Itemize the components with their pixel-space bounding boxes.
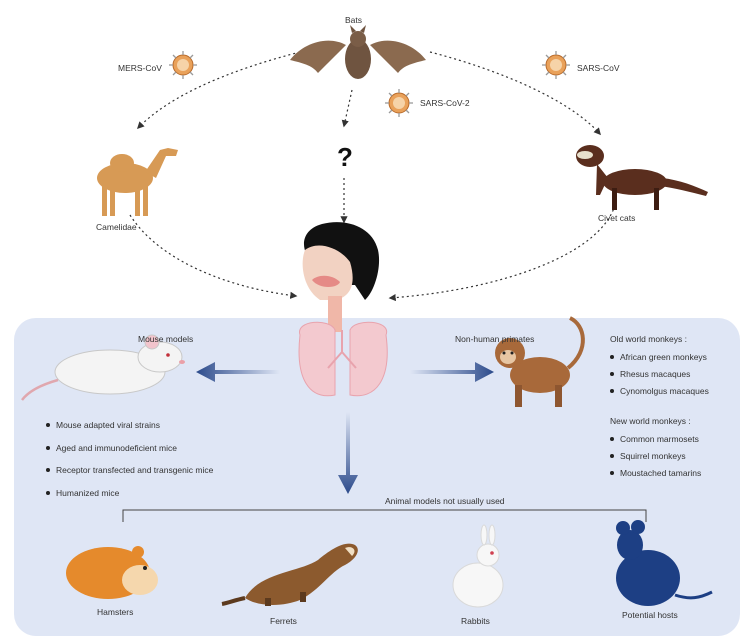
ferrets-label: Ferrets (270, 616, 297, 626)
list-item: Receptor transfected and transgenic mice (46, 465, 213, 475)
list-item: Mouse adapted viral strains (46, 420, 213, 430)
camel-to-human-arrow (130, 215, 296, 296)
old-world-heading: Old world monkeys : (610, 334, 687, 344)
other-models-bracket (123, 510, 646, 522)
sars-virus-icon (542, 51, 570, 79)
list-item: African green monkeys (610, 352, 709, 362)
mers-virus-icon (169, 51, 197, 79)
unknown-host-mark: ? (337, 142, 353, 173)
sars2-label: SARS-CoV-2 (420, 98, 470, 108)
rabbits-label: Rabbits (461, 616, 490, 626)
list-item: Common marmosets (610, 434, 701, 444)
new-world-heading: New world monkeys : (610, 416, 691, 426)
arrow-to-primates (410, 362, 494, 382)
civet-to-human-arrow (390, 205, 615, 298)
hamsters-label: Hamsters (97, 607, 133, 617)
monkey-icon (495, 318, 583, 407)
primates-title: Non-human primates (455, 334, 534, 344)
list-item: Squirrel monkeys (610, 451, 701, 461)
arrow-to-mouse-models (196, 362, 280, 382)
hamster-icon (66, 546, 158, 599)
civet-label: Civet cats (598, 213, 635, 223)
list-item: Humanized mice (46, 488, 213, 498)
ferret-icon (222, 544, 358, 606)
rodent-silhouette-icon (616, 520, 712, 606)
list-item: Moustached tamarins (610, 468, 701, 478)
mouse-models-title: Mouse models (138, 334, 193, 344)
human-icon (299, 222, 387, 396)
sars-label: SARS-CoV (577, 63, 620, 73)
civet-icon (576, 145, 708, 210)
list-item: Aged and immunodeficient mice (46, 443, 213, 453)
other-models-title: Animal models not usually used (385, 496, 505, 506)
mers-label: MERS-CoV (118, 63, 162, 73)
list-item: Cynomolgus macaques (610, 386, 709, 396)
list-item: Rhesus macaques (610, 369, 709, 379)
bats-label: Bats (345, 15, 362, 25)
new-world-list: Common marmosets Squirrel monkeys Mousta… (610, 434, 701, 485)
sars2-virus-icon (385, 89, 413, 117)
camel-icon (97, 148, 178, 216)
arrow-to-other-models (338, 412, 358, 494)
bat-to-question-arrow (344, 90, 352, 126)
bat-icon (290, 25, 426, 79)
mouse-models-list: Mouse adapted viral strains Aged and imm… (46, 420, 213, 510)
bat-to-civet-arrow (430, 52, 600, 134)
camelidae-label: Camelidae (96, 222, 137, 232)
rabbit-icon (453, 525, 503, 607)
bat-to-camel-arrow (138, 52, 300, 128)
mouse-icon (22, 335, 185, 400)
old-world-list: African green monkeys Rhesus macaques Cy… (610, 352, 709, 403)
potential-hosts-label: Potential hosts (622, 610, 678, 620)
